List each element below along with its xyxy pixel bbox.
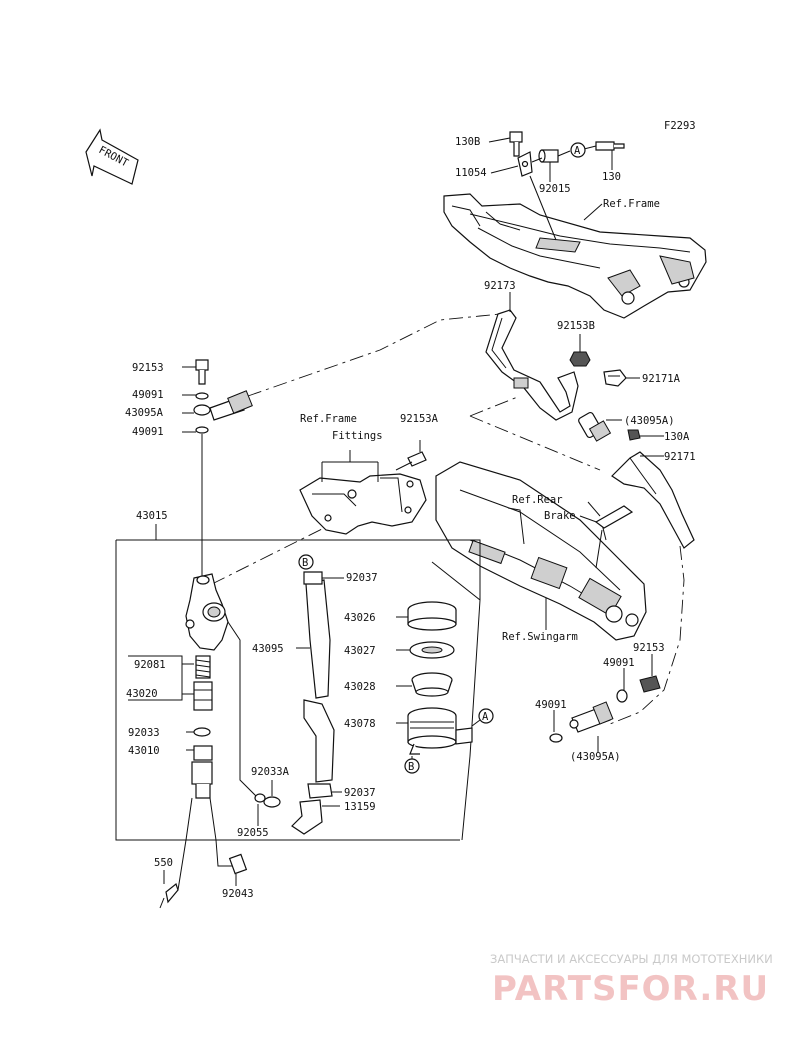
bolt-92153-top bbox=[195, 359, 209, 385]
washer-49091-top bbox=[195, 392, 209, 400]
label-92171A: 92171A bbox=[642, 373, 681, 385]
label-92043: 92043 bbox=[222, 888, 254, 900]
label-43095A-left: 43095A bbox=[125, 407, 164, 419]
watermark-line2: PARTSFOR.RU bbox=[492, 969, 769, 1009]
hose-43095 bbox=[303, 579, 335, 783]
bolt-92153A bbox=[395, 451, 427, 471]
label-13159: 13159 bbox=[344, 801, 376, 813]
cotter-pin-550 bbox=[159, 882, 179, 909]
collar-92015 bbox=[538, 149, 559, 163]
bracket-92171 bbox=[611, 451, 695, 549]
label-ref-rear-brake-1: Ref.Rear bbox=[512, 494, 563, 506]
spring-92081 bbox=[195, 655, 211, 679]
fitting-43095A-right2 bbox=[569, 701, 614, 733]
pushrod-43010 bbox=[191, 745, 213, 799]
svg-text:B: B bbox=[408, 761, 414, 773]
oring-92055 bbox=[254, 793, 266, 803]
label-49091-top: 49091 bbox=[132, 389, 164, 401]
label-ref-frame: Ref.Frame bbox=[603, 198, 660, 210]
label-ref-frame-fittings-1: Ref.Frame bbox=[300, 413, 357, 425]
label-92153-top: 92153 bbox=[132, 362, 164, 374]
label-92173: 92173 bbox=[484, 280, 516, 292]
label-11054: 11054 bbox=[455, 167, 487, 179]
svg-text:A: A bbox=[482, 711, 489, 723]
label-ref-swingarm: Ref.Swingarm bbox=[502, 631, 578, 643]
elbow-13159 bbox=[291, 799, 323, 835]
label-92153B: 92153B bbox=[557, 320, 595, 332]
bracket-92173 bbox=[485, 309, 579, 421]
nut-92153B bbox=[569, 351, 591, 367]
label-43095A-right: (43095A) bbox=[624, 415, 675, 427]
label-92033: 92033 bbox=[128, 727, 160, 739]
fitting-43095A-left bbox=[193, 390, 253, 421]
washer-49091-right1 bbox=[616, 689, 628, 703]
label-ref-rear-brake-2: Brake bbox=[544, 510, 576, 522]
label-43015: 43015 bbox=[136, 510, 168, 522]
master-cylinder bbox=[185, 573, 229, 651]
frame-fittings-bracket bbox=[299, 473, 427, 535]
label-43095A-right2: (43095A) bbox=[570, 751, 621, 763]
clip-92171A bbox=[603, 369, 627, 387]
marker-b-reservoir: B bbox=[404, 758, 420, 774]
pin-92043 bbox=[228, 853, 248, 875]
label-49091-right1: 49091 bbox=[603, 657, 635, 669]
swingarm-drawing bbox=[435, 461, 647, 641]
label-92153-right: 92153 bbox=[633, 642, 665, 654]
label-130: 130 bbox=[602, 171, 621, 183]
label-43020: 43020 bbox=[126, 688, 158, 700]
diaphragm-43028 bbox=[411, 672, 453, 697]
svg-text:A: A bbox=[574, 145, 581, 157]
label-130B: 130B bbox=[455, 136, 480, 148]
label-49091-mid: 49091 bbox=[132, 426, 164, 438]
label-92055: 92055 bbox=[237, 827, 269, 839]
marker-b-hose: B bbox=[298, 554, 314, 570]
label-ref-frame-fittings-2: Fittings bbox=[332, 430, 383, 442]
washer-49091-right2 bbox=[549, 733, 563, 743]
bolt-130 bbox=[595, 141, 625, 151]
rear-brake-bracket bbox=[594, 505, 634, 529]
label-92015: 92015 bbox=[539, 183, 571, 195]
clip-92037-bottom bbox=[307, 783, 333, 799]
label-92037-top: 92037 bbox=[346, 572, 378, 584]
label-43078: 43078 bbox=[344, 718, 376, 730]
label-92171: 92171 bbox=[664, 451, 696, 463]
circlip-92033A bbox=[263, 796, 281, 808]
clip-92037-top bbox=[303, 571, 323, 585]
washer-49091-mid bbox=[195, 426, 209, 434]
label-43010: 43010 bbox=[128, 745, 160, 757]
label-49091-right2: 49091 bbox=[535, 699, 567, 711]
label-550: 550 bbox=[154, 857, 173, 869]
frame-drawing bbox=[443, 193, 707, 319]
label-92153A: 92153A bbox=[400, 413, 439, 425]
label-43028: 43028 bbox=[344, 681, 376, 693]
marker-a-top: A bbox=[570, 142, 586, 158]
bolt-130B bbox=[509, 131, 523, 157]
bolt-92153-right bbox=[639, 675, 661, 693]
label-92037-bottom: 92037 bbox=[344, 787, 376, 799]
watermark-line1: ЗАПЧАСТИ И АКСЕССУАРЫ ДЛЯ МОТОТЕХНИКИ bbox=[490, 952, 773, 966]
cap-43026 bbox=[407, 601, 457, 631]
front-arrow: FRONT bbox=[85, 128, 139, 185]
label-43026: 43026 bbox=[344, 612, 376, 624]
label-43095: 43095 bbox=[252, 643, 284, 655]
fitting-43095A-right bbox=[578, 411, 612, 442]
piston-43020 bbox=[193, 681, 213, 711]
reservoir-43078 bbox=[407, 707, 473, 755]
plate-43027 bbox=[409, 641, 455, 659]
watermark: ЗАПЧАСТИ И АКСЕССУАРЫ ДЛЯ МОТОТЕХНИКИ PA… bbox=[490, 952, 773, 1009]
svg-text:B: B bbox=[302, 557, 308, 569]
marker-a-reservoir: A bbox=[478, 708, 494, 724]
circlip-92033 bbox=[193, 727, 211, 737]
bracket-11054 bbox=[517, 151, 533, 177]
figure-code: F2293 bbox=[664, 120, 696, 132]
label-92033A: 92033A bbox=[251, 766, 290, 778]
label-43027: 43027 bbox=[344, 645, 376, 657]
screw-130A bbox=[627, 429, 641, 441]
label-92081: 92081 bbox=[134, 659, 166, 671]
label-130A: 130A bbox=[664, 431, 690, 443]
